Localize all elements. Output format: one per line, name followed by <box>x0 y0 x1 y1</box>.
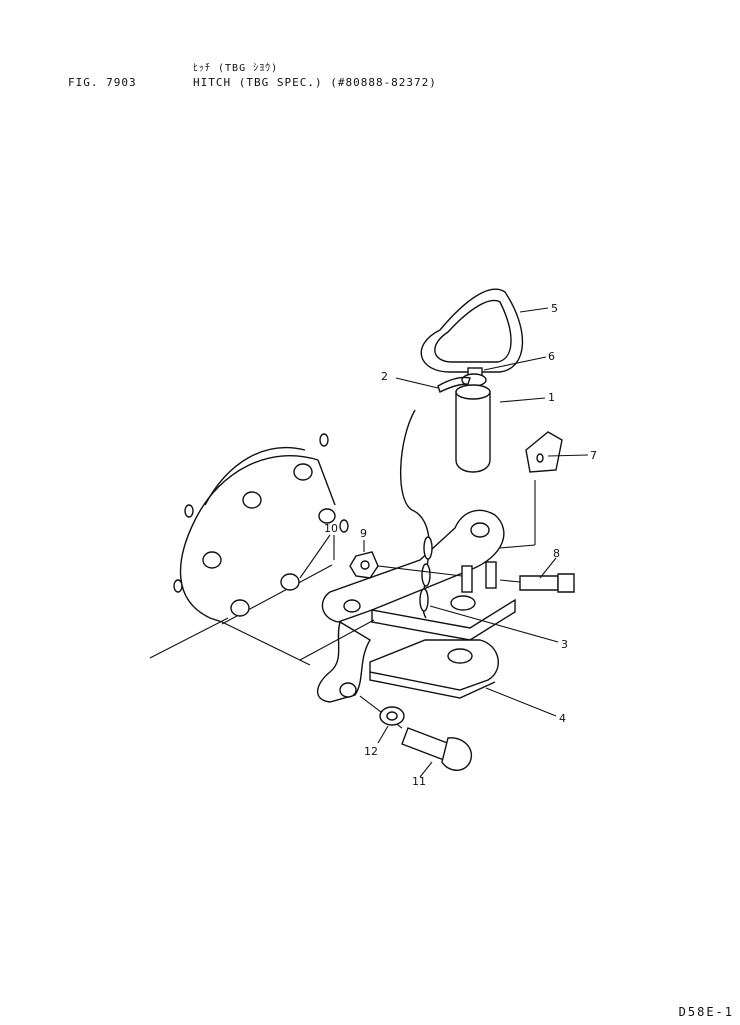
stopper-block <box>499 431 563 549</box>
hitch-pin-assembly <box>420 288 524 473</box>
callout-1: 1 <box>548 391 555 404</box>
callout-9: 9 <box>360 527 367 540</box>
callout-12: 12 <box>364 745 378 758</box>
leader-line <box>299 619 375 661</box>
title-english: HITCH (TBG SPEC.) (#80888-82372) <box>193 76 437 89</box>
callout-8: 8 <box>553 547 560 560</box>
callouts: 1 2 3 4 5 6 7 8 9 10 11 12 <box>324 302 597 788</box>
callout-10: 10 <box>324 522 338 535</box>
page-code: D58E-1 <box>678 1005 734 1019</box>
hitch-frame <box>316 509 516 703</box>
callout-2: 2 <box>381 370 388 383</box>
bolt-8 <box>499 573 575 593</box>
callout-5: 5 <box>551 302 558 315</box>
callout-4: 4 <box>559 712 566 725</box>
hitch-drawbar <box>369 639 499 699</box>
washer-12 <box>379 706 405 726</box>
lynch-clip-and-chain <box>399 376 471 619</box>
title-japanese: ﾋｯﾁ (TBG ｼﾖｳ) <box>193 63 279 74</box>
rear-panel <box>149 433 349 666</box>
callout-11: 11 <box>412 775 426 788</box>
callout-6: 6 <box>548 350 555 363</box>
callout-7: 7 <box>590 449 597 462</box>
figure-number: FIG. 7903 <box>68 76 137 89</box>
callout-3: 3 <box>561 638 568 651</box>
nut-9 <box>349 551 463 579</box>
bolt-11 <box>359 695 473 771</box>
